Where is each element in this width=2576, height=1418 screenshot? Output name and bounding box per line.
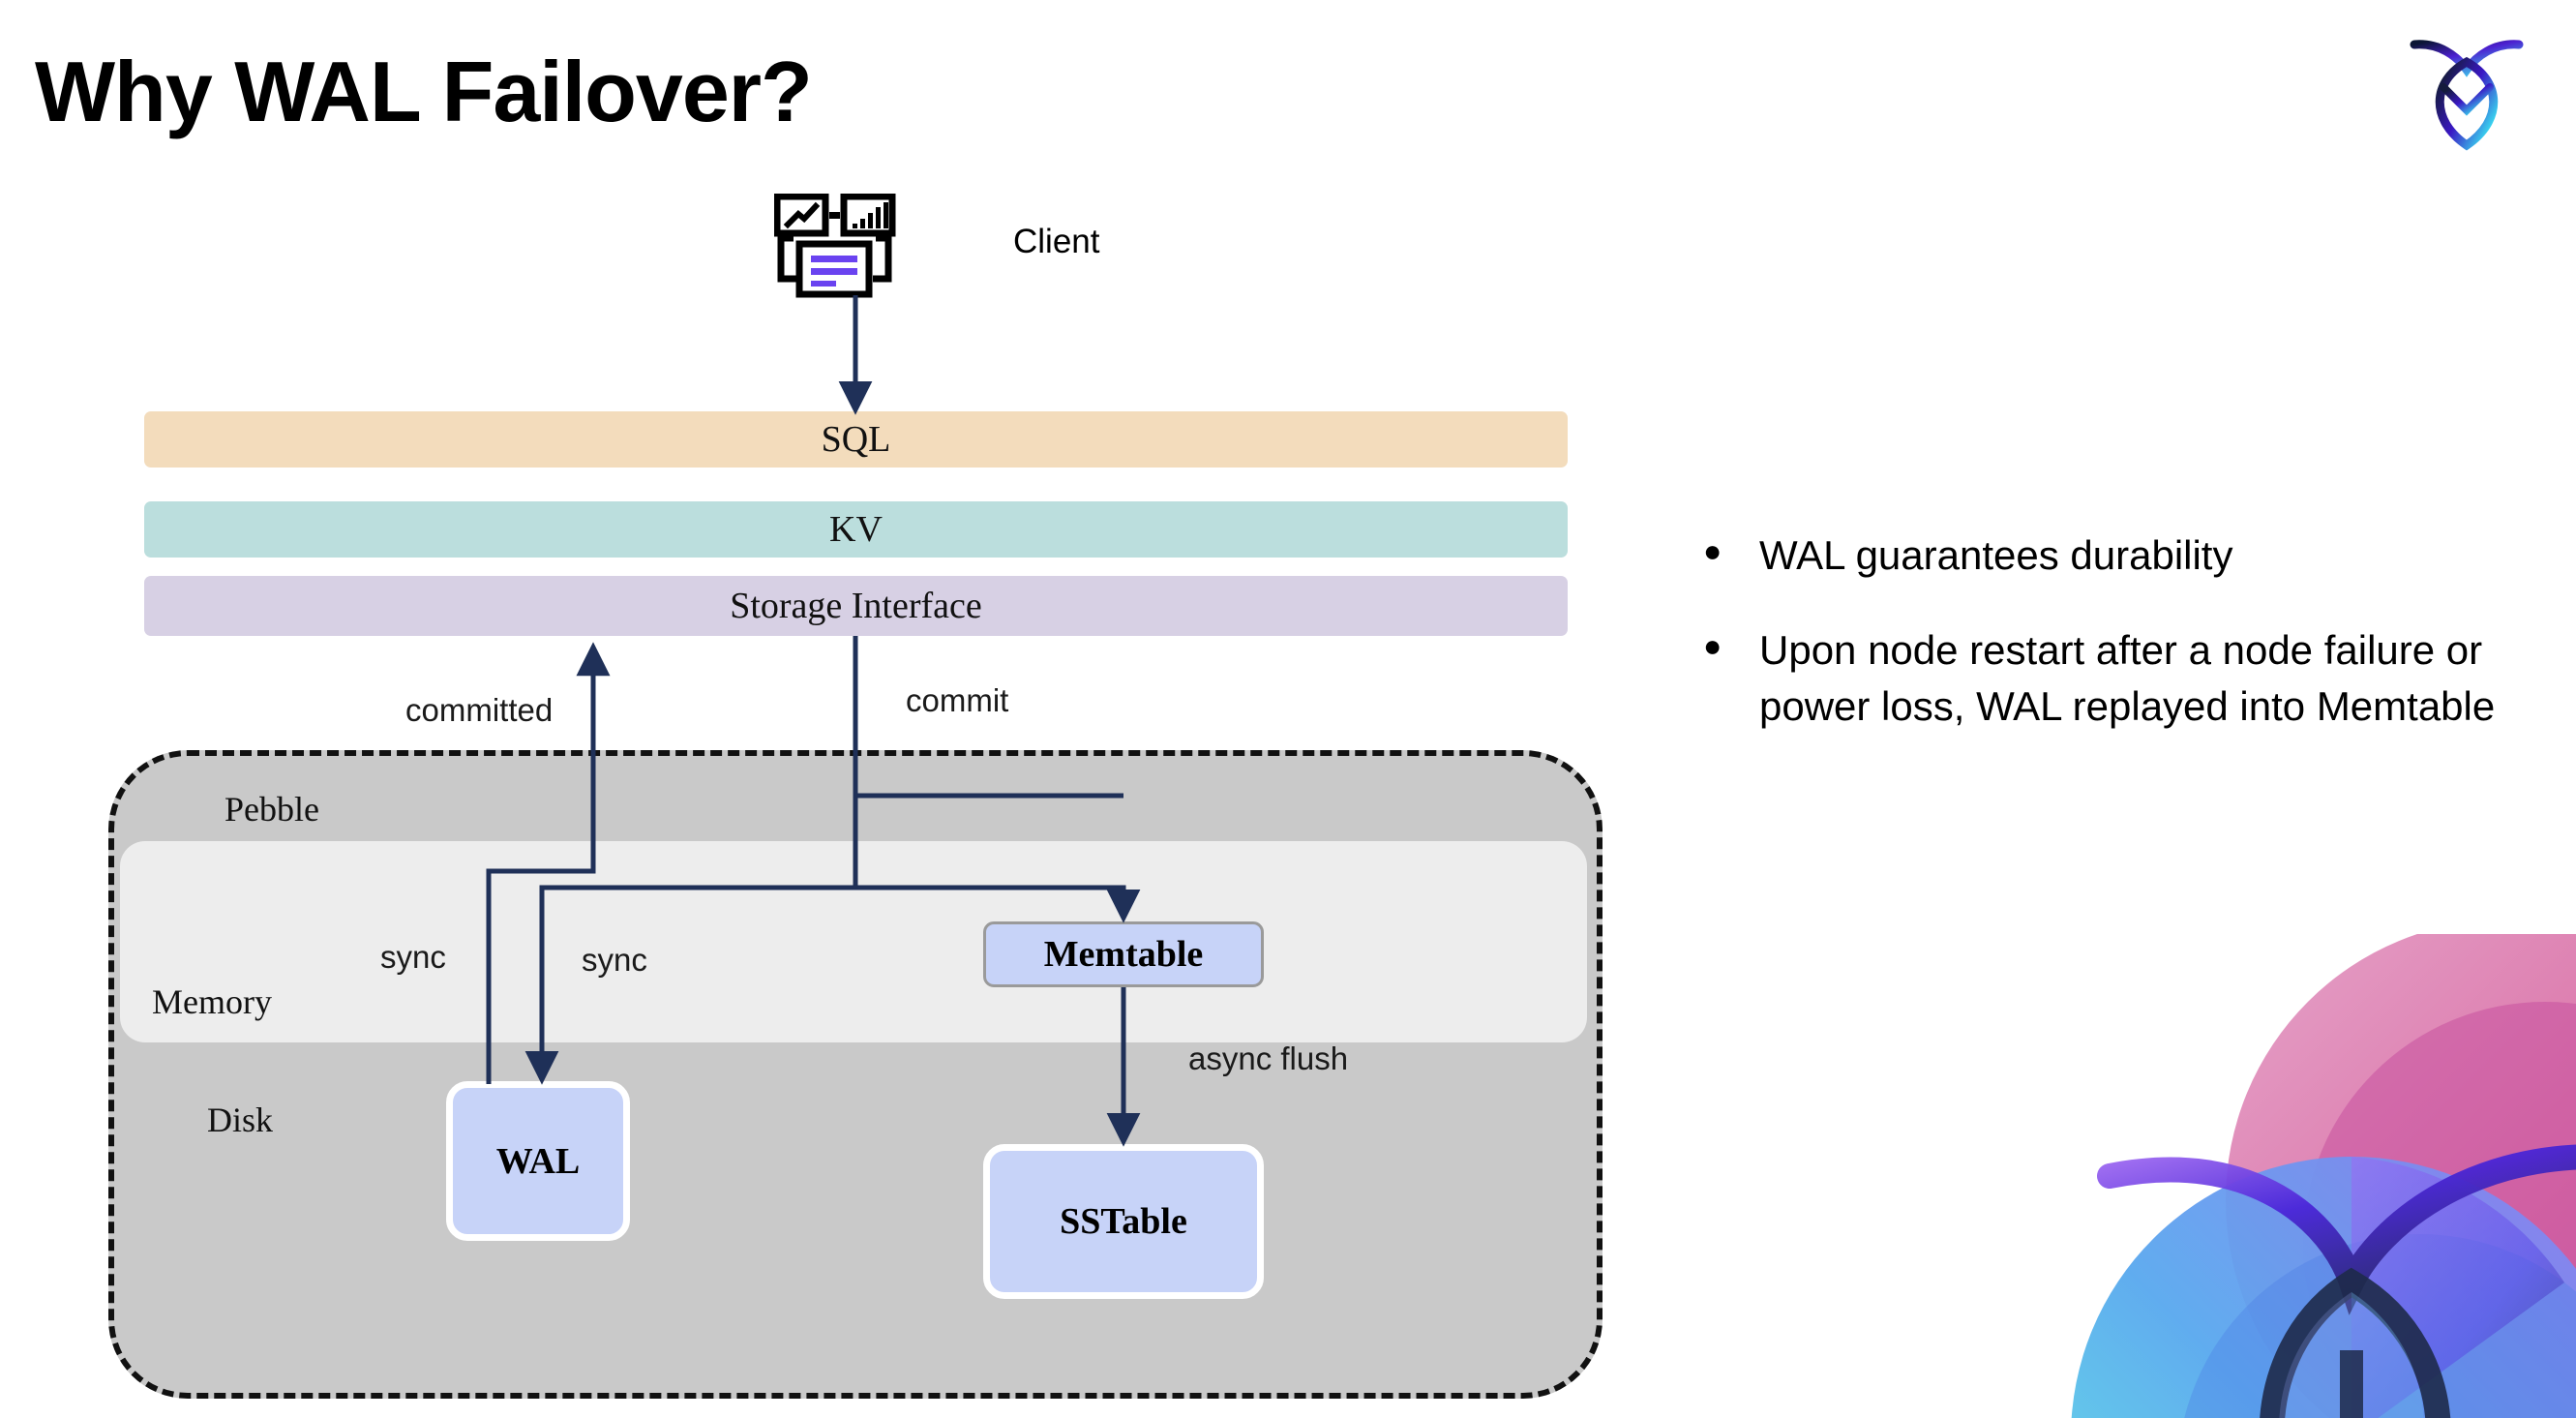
node-wal-label: WAL [495,1140,581,1182]
memory-zone [120,841,1587,1042]
cockroachdb-logo-icon [2405,31,2529,151]
edge-label-commit: commit [906,682,1009,718]
disk-label: Disk [207,1101,274,1139]
layer-bar-storage-interface: Storage Interface [144,576,1568,636]
pebble-label: Pebble [225,790,319,829]
layer-label-sql: SQL [821,419,891,460]
layer-bar-kv: KV [144,501,1568,558]
edge-label-committed: committed [405,692,554,728]
memory-label: Memory [152,982,272,1021]
bullet-text: Upon node restart after a node failure o… [1759,626,2496,729]
node-sstable-label: SSTable [1060,1201,1187,1242]
edge-label-sync-left: sync [380,939,446,975]
bullet-list: ● WAL guarantees durability ● Upon node … [1703,528,2506,773]
layer-label-storage-interface: Storage Interface [730,586,982,626]
edge-label-async-flush: async flush [1188,1041,1349,1076]
client-devices-icon [773,193,929,300]
edge-label-sync-right: sync [582,942,647,978]
bullet-marker-icon: ● [1703,627,1722,663]
list-item: ● WAL guarantees durability [1703,528,2506,584]
node-wal: WAL [446,1081,630,1241]
node-memtable-label: Memtable [1043,934,1204,975]
layer-label-kv: KV [829,509,883,550]
client-label: Client [1013,223,1100,260]
bullet-marker-icon: ● [1703,533,1722,568]
node-sstable: SSTable [983,1144,1264,1299]
list-item: ● Upon node restart after a node failure… [1703,622,2506,735]
cockroachdb-watermark-decoration [1964,934,2576,1418]
node-memtable: Memtable [983,921,1264,987]
layer-bar-sql: SQL [144,411,1568,468]
architecture-diagram: Client SQL KV Storage Interface Pebble M… [108,193,1603,1399]
bullet-text: WAL guarantees durability [1759,532,2233,578]
page-title: Why WAL Failover? [35,44,813,139]
